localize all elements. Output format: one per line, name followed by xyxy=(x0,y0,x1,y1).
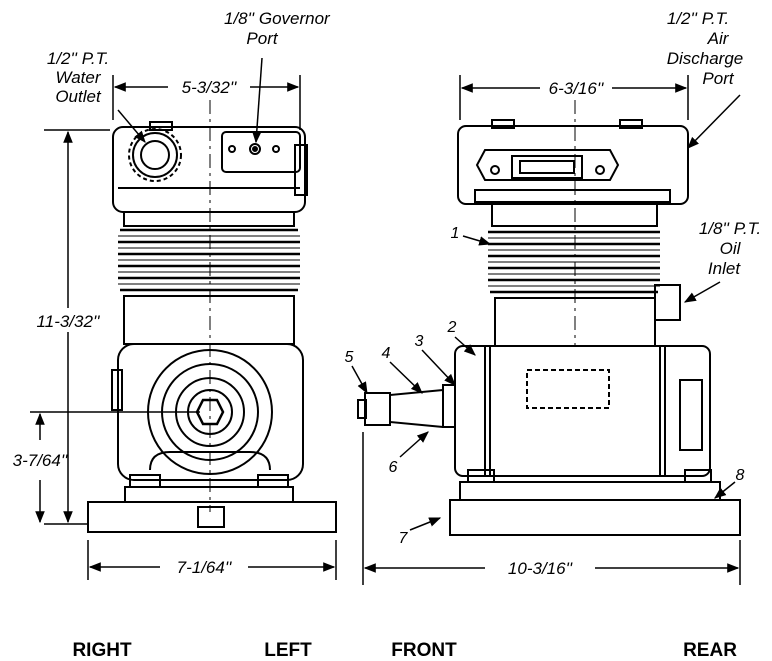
callout-1: 1 xyxy=(451,225,460,242)
oil-inlet-label-3: Inlet xyxy=(708,259,741,278)
view-label-front: FRONT xyxy=(391,640,457,661)
callout-7: 7 xyxy=(399,530,409,547)
view-label-right: RIGHT xyxy=(72,640,132,661)
view-label-left: LEFT xyxy=(264,640,312,661)
governor-port-label-2: Port xyxy=(246,29,278,48)
base-length-right-dimension: 10-3/16'' xyxy=(508,559,573,578)
air-discharge-label-4: Port xyxy=(702,69,734,88)
top-width-left-dimension: 5-3/32'' xyxy=(182,78,237,97)
water-outlet-label-2: Water xyxy=(55,68,101,87)
water-outlet-label-1: 1/2'' P.T. xyxy=(47,49,109,68)
end-view-drawing xyxy=(87,121,337,533)
side-view-drawing xyxy=(357,119,741,536)
shaft-height-dimension: 3-7/64'' xyxy=(13,451,68,470)
callout-3: 3 xyxy=(415,333,424,350)
top-width-right-dimension: 6-3/16'' xyxy=(549,79,604,98)
air-discharge-label-3: Discharge xyxy=(667,49,744,68)
end-view-dimensions xyxy=(30,75,337,580)
air-discharge-label-1: 1/2'' P.T. xyxy=(667,9,729,28)
end-view-leaders xyxy=(117,57,263,144)
side-view-dimensions xyxy=(362,75,741,585)
air-discharge-label-2: Air xyxy=(707,29,730,48)
callout-4: 4 xyxy=(382,345,391,362)
water-outlet-label-3: Outlet xyxy=(55,87,102,106)
callout-2: 2 xyxy=(447,319,457,336)
callout-5: 5 xyxy=(345,349,354,366)
overall-height-dimension: 11-3/32'' xyxy=(37,312,101,331)
view-label-rear: REAR xyxy=(683,640,737,661)
oil-inlet-label-2: Oil xyxy=(720,239,742,258)
callout-6: 6 xyxy=(389,459,398,476)
callout-8: 8 xyxy=(736,467,745,484)
oil-inlet-label-1: 1/8'' P.T. xyxy=(699,219,761,238)
base-width-left-dimension: 7-1/64'' xyxy=(177,558,232,577)
governor-port-label-1: 1/8'' Governor xyxy=(224,9,331,28)
side-view-leaders xyxy=(351,94,741,531)
